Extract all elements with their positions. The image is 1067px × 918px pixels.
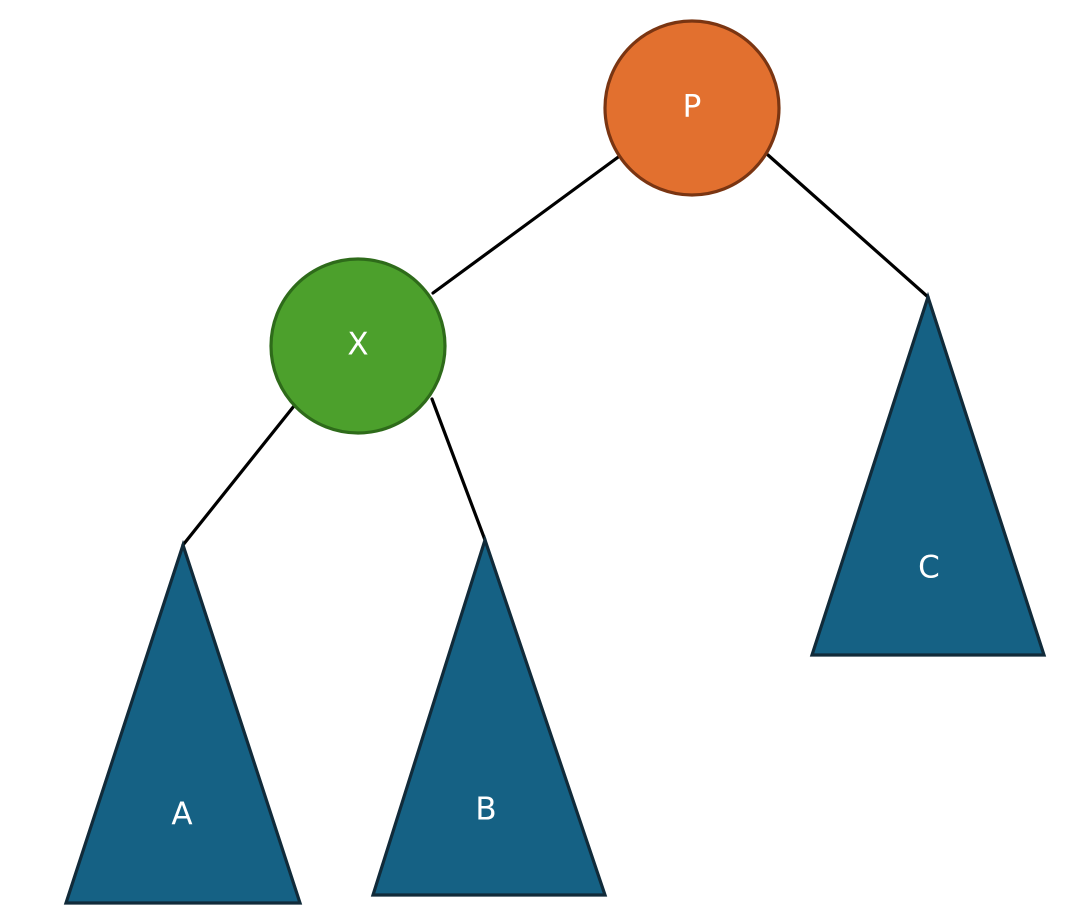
node-group: P X [269,19,781,435]
subtree-b-triangle[interactable] [370,534,608,897]
node-p-label: P [683,89,702,125]
edge-group [181,153,930,547]
node-x[interactable]: X [269,257,447,435]
subtree-a[interactable]: A [63,539,303,905]
node-x-circle[interactable] [269,257,447,435]
edge-p-to-x [431,153,623,295]
subtree-c-triangle[interactable] [809,291,1047,657]
node-p-circle[interactable] [603,19,781,197]
subtree-b[interactable]: B [370,534,608,897]
subtree-b-label: B [475,792,496,828]
node-p[interactable]: P [603,19,781,197]
subtree-group: A B C [63,291,1047,905]
subtree-c-label: C [918,550,940,586]
node-x-label: X [347,327,368,363]
edge-x-to-b [430,397,487,542]
subtree-a-triangle[interactable] [63,539,303,905]
subtree-c[interactable]: C [809,291,1047,657]
edge-x-to-a [181,399,300,547]
subtree-a-label: A [171,797,192,833]
edge-p-to-c [766,153,930,299]
